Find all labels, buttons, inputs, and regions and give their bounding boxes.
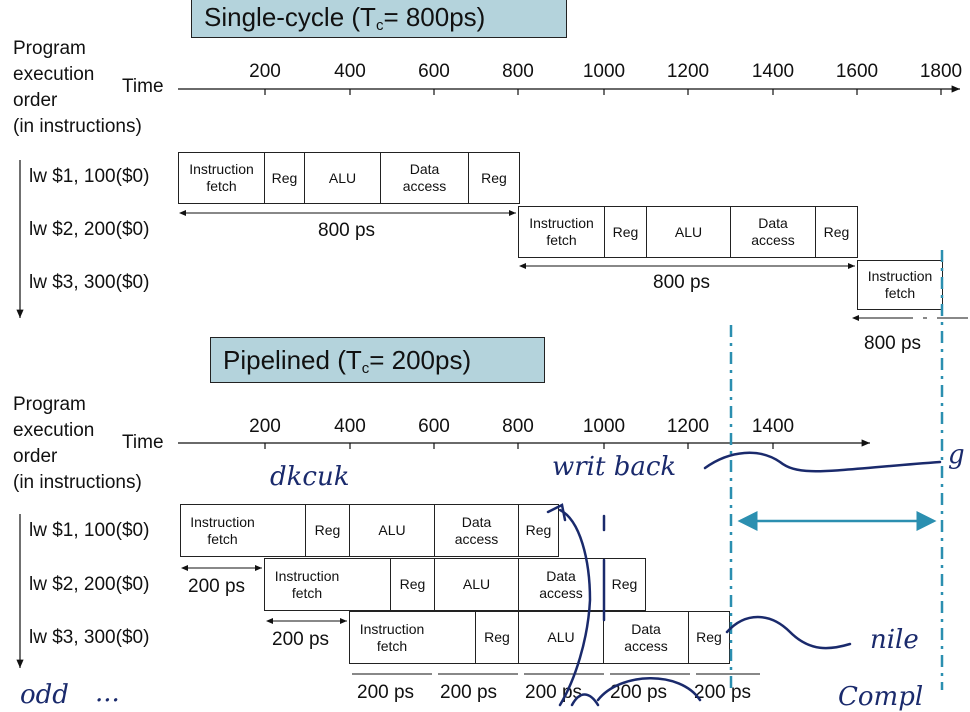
pipe-tick-label: 1200: [666, 416, 710, 437]
stage-alu: ALU: [304, 152, 381, 204]
handwritten-writeback: writ back: [552, 452, 677, 482]
pipe-title-end: = 200ps): [369, 345, 472, 375]
single-tick-label: 1600: [835, 61, 879, 82]
stage-instruction-fetch: Instruction fetch: [180, 504, 265, 557]
stage-reg-write: Reg: [688, 611, 730, 664]
stage-reg-write: Reg: [518, 504, 559, 557]
handwritten-clock: dkcuk: [270, 462, 350, 492]
handwritten-gap: g: [948, 440, 965, 470]
pipe-duration-2: 200 ps: [270, 629, 332, 651]
stage-instruction-fetch: Instruction fetch: [857, 260, 943, 310]
single-tick-label: 800: [502, 61, 534, 82]
pipe-title-sub: c: [361, 360, 370, 377]
stage-data-access: Data access: [730, 206, 816, 258]
single-tick-label: 200: [249, 61, 281, 82]
pipelined-order-label: Program execution order (in instructions…: [13, 392, 142, 496]
stage-data-access: Data access: [380, 152, 469, 204]
pipe-duration-bottom: 200 ps: [355, 682, 417, 704]
pipe-instruction-2: lw $2, 200($0): [29, 574, 150, 595]
order-label-line: order: [13, 446, 58, 467]
single-instruction-1: lw $1, 100($0): [29, 166, 150, 187]
single-time-axis: [178, 85, 960, 95]
stage-reg-write: Reg: [815, 206, 858, 258]
stage-data-access: Data access: [603, 611, 689, 664]
pipe-tick-label: 600: [418, 416, 450, 437]
pipelined-title: Pipelined (Tc= 200ps): [210, 337, 545, 383]
pipe-tick-label: 400: [334, 416, 366, 437]
order-label-line: execution: [13, 420, 95, 441]
pipe-tick-label: 200: [249, 416, 281, 437]
single-tick-label: 400: [334, 61, 366, 82]
stage-reg-write: Reg: [603, 558, 646, 611]
single-cycle-title: Single-cycle (Tc= 800ps): [191, 0, 567, 38]
pipe-tick-label: 800: [502, 416, 534, 437]
single-time-label: Time: [122, 76, 164, 97]
stage-reg-read: Reg: [475, 611, 519, 664]
single-title-sub: c: [375, 17, 384, 34]
pipe-duration-bottom: 200 ps: [608, 682, 670, 704]
single-tick-label: 600: [418, 61, 450, 82]
stage-reg-write: Reg: [468, 152, 520, 204]
order-label-line: Program: [13, 394, 86, 415]
stage-instruction-fetch: Instruction fetch: [178, 152, 265, 204]
pipe-duration-bottom: 200 ps: [692, 682, 754, 704]
single-order-label: Program execution order (in instructions…: [13, 36, 142, 140]
order-label-line: (in instructions): [13, 116, 142, 137]
handwritten-compl: Compl: [838, 682, 924, 712]
single-duration-2: 800 ps: [651, 272, 713, 294]
pipe-time-axis: [178, 439, 870, 449]
pipe-instruction-3: lw $3, 300($0): [29, 627, 150, 648]
stage-bubble: [349, 558, 391, 611]
single-tick-label: 1000: [582, 61, 626, 82]
pipe-tick-label: 1000: [582, 416, 626, 437]
stage-alu: ALU: [349, 504, 435, 557]
stage-reg-read: Reg: [390, 558, 435, 611]
stage-alu: ALU: [646, 206, 731, 258]
stage-alu: ALU: [434, 558, 519, 611]
pipe-duration-1: 200 ps: [186, 576, 248, 598]
stage-instruction-fetch: Instruction fetch: [349, 611, 435, 664]
pipe-tick-label: 1400: [751, 416, 795, 437]
handwritten-dots: ...: [95, 678, 120, 708]
handwritten-strokes: [546, 451, 942, 707]
order-label-line: (in instructions): [13, 472, 142, 493]
stage-reg-read: Reg: [604, 206, 647, 258]
stage-alu: ALU: [518, 611, 604, 664]
stage-bubble: [434, 611, 476, 664]
stage-reg-read: Reg: [305, 504, 350, 557]
pipelined-time-label: Time: [122, 432, 164, 453]
single-title-main: Single-cycle (T: [204, 2, 376, 32]
pipe-instruction-1: lw $1, 100($0): [29, 520, 150, 541]
single-tick-label: 1200: [666, 61, 710, 82]
single-tick-label: 1800: [919, 61, 963, 82]
single-instruction-2: lw $2, 200($0): [29, 219, 150, 240]
handwritten-odd: odd: [20, 680, 69, 710]
stage-reg-read: Reg: [264, 152, 305, 204]
order-label-line: Program: [13, 38, 86, 59]
single-title-end: = 800ps): [383, 2, 486, 32]
pipe-duration-bottom: 200 ps: [438, 682, 500, 704]
handwritten-nice: nile: [870, 625, 919, 655]
single-tick-label: 1400: [751, 61, 795, 82]
stage-data-access: Data access: [434, 504, 519, 557]
pipe-title-main: Pipelined (T: [223, 345, 362, 375]
order-label-line: execution: [13, 64, 95, 85]
order-label-line: order: [13, 90, 58, 111]
stage-bubble: [264, 504, 306, 557]
single-duration-1: 800 ps: [316, 220, 378, 242]
single-instruction-3: lw $3, 300($0): [29, 272, 150, 293]
single-duration-3: 800 ps: [862, 333, 924, 355]
stage-instruction-fetch: Instruction fetch: [518, 206, 605, 258]
